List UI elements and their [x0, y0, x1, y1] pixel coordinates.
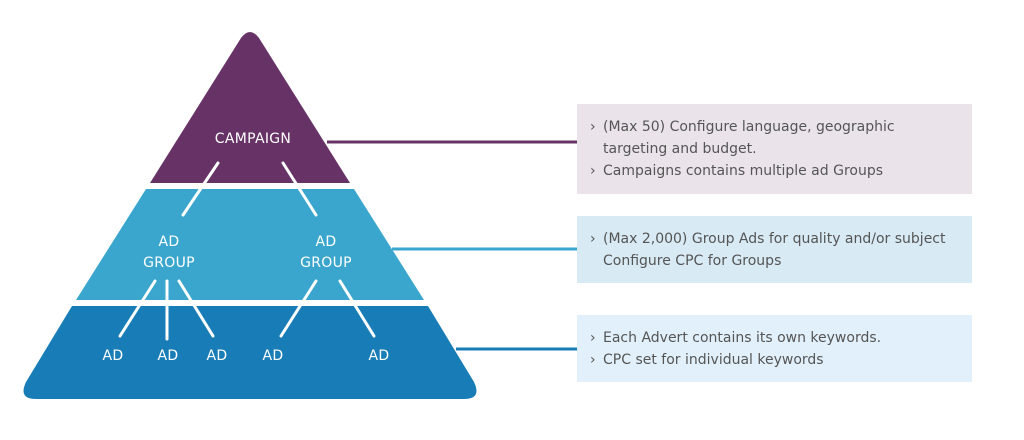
tree-lines [118, 161, 376, 341]
bullet-text: (Max 50) Configure language, geographic … [603, 119, 895, 157]
bullet-item: › (Max 2,000) Group Ads for quality and/… [590, 228, 962, 272]
ad-label: AD [158, 348, 179, 364]
ad-group-label-2-line1: AD [316, 234, 337, 250]
bullet-text: CPC set for individual keywords [603, 351, 824, 368]
chevron-right-icon: › [590, 119, 596, 135]
ad-label: AD [103, 348, 124, 364]
ad-label: AD [263, 348, 284, 364]
ad-label: AD [207, 348, 228, 364]
ad-group-label-1-line2: GROUP [143, 255, 195, 271]
chevron-right-icon: › [590, 351, 596, 368]
chevron-right-icon: › [590, 163, 596, 179]
tree-line [181, 161, 220, 217]
chevron-right-icon: › [590, 230, 596, 247]
ad-label: AD [369, 348, 390, 364]
tree-line [338, 279, 376, 338]
bullet-item: › (Max 50) Configure language, geographi… [590, 116, 962, 160]
bullet-text: (Max 2,000) Group Ads for quality and/or… [603, 230, 946, 269]
campaign-label: CAMPAIGN [215, 131, 291, 147]
tree-line [177, 279, 215, 338]
ad-description-box: › Each Advert contains its own keywords.… [577, 315, 972, 382]
ad-group-layer [76, 189, 424, 300]
ad-group-description-box: › (Max 2,000) Group Ads for quality and/… [577, 216, 972, 283]
chevron-right-icon: › [590, 329, 596, 346]
campaign-description-box: › (Max 50) Configure language, geographi… [577, 104, 972, 194]
bullet-item: › Each Advert contains its own keywords. [590, 327, 962, 349]
bullet-text: Each Advert contains its own keywords. [603, 329, 882, 346]
bullet-text: Campaigns contains multiple ad Groups [603, 163, 884, 179]
bullet-item: › Campaigns contains multiple ad Groups [590, 160, 962, 182]
tree-line [279, 279, 318, 338]
ad-group-label-2-line2: GROUP [300, 255, 352, 271]
bullet-item: › CPC set for individual keywords [590, 349, 962, 371]
campaign-layer [150, 32, 350, 183]
tree-line [118, 279, 157, 338]
ad-group-label-1-line1: AD [159, 234, 180, 250]
tree-line [281, 161, 318, 217]
ad-layer [23, 306, 477, 399]
